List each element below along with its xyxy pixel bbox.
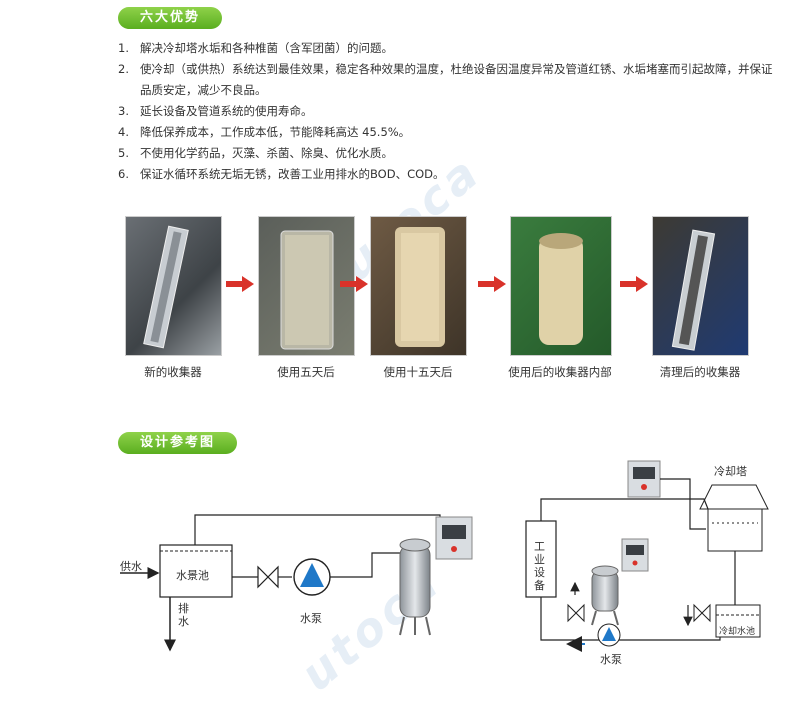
list-item: 4.降低保养成本，工作成本低，节能降耗高达 45.5%。 — [118, 125, 411, 139]
pipe — [330, 552, 400, 578]
list-item: 5.不使用化学药品，灭藻、杀菌、除臭、优化水质。 — [118, 146, 393, 160]
label-pump-left: 水泵 — [300, 612, 322, 625]
arrow-right-icon — [478, 276, 506, 292]
photo-cleaned-collector — [652, 216, 749, 356]
advantages-list: 1.解决冷却塔水垢和各种椎菌（含军团菌）的问题。 2.使冷却（或供热）系统达到最… — [118, 38, 778, 185]
design-diagram — [120, 460, 769, 652]
photo-collector-inside — [510, 216, 612, 356]
filter-vessel-icon — [591, 570, 619, 612]
section-title-advantages: 六大优势 — [118, 7, 223, 29]
pump-triangle-icon — [602, 627, 616, 641]
photo-caption: 使用后的收集器内部 — [508, 365, 612, 379]
valve-icon — [693, 603, 711, 623]
photo-new-collector — [125, 216, 222, 356]
cooling-tower-icon — [699, 484, 769, 510]
section-title-design: 设计参考图 — [118, 432, 238, 454]
label-drain: 排水 — [178, 602, 189, 628]
collector-image — [539, 233, 583, 345]
photo-caption: 清理后的收集器 — [659, 365, 741, 379]
label-equipment: 工业设备 — [534, 540, 545, 592]
collector-image — [395, 227, 445, 347]
pump-triangle-icon — [300, 563, 324, 587]
photo-after-5-days — [258, 216, 355, 356]
list-item: 3.延长设备及管道系统的使用寿命。 — [118, 104, 313, 118]
equipment-box — [525, 520, 557, 598]
photo-caption: 使用五天后 — [277, 365, 335, 379]
list-item: 1.解决冷却塔水垢和各种椎菌（含军团菌）的问题。 — [118, 41, 393, 55]
pipe — [660, 478, 706, 530]
list-item: 6.保证水循环系统无垢无锈，改善工业用排水的BOD、COD。 — [118, 167, 445, 181]
arrow-right-icon — [340, 276, 368, 292]
pool-box — [159, 544, 233, 598]
label-tank: 冷却水池 — [719, 627, 756, 637]
arrow-right-icon — [620, 276, 648, 292]
filter-vessel-icon — [399, 544, 431, 618]
return-pipe — [194, 514, 441, 545]
photo-caption: 新的收集器 — [144, 365, 202, 379]
list-item: 2.使冷却（或供热）系统达到最佳效果，稳定各种效果的温度，杜绝设备因温度异常及管… — [118, 62, 773, 97]
collector-image — [143, 225, 189, 349]
arrow-right-icon — [226, 276, 254, 292]
label-tower: 冷却塔 — [714, 465, 747, 478]
label-supply: 供水 — [120, 560, 142, 573]
collector-image — [671, 229, 716, 351]
cooling-tank-box — [715, 604, 761, 638]
photo-after-15-days — [370, 216, 467, 356]
photo-caption: 使用十五天后 — [383, 365, 453, 379]
label-pool: 水景池 — [176, 569, 209, 582]
collector-image — [280, 230, 334, 350]
pipe — [540, 498, 709, 521]
valve-icon — [567, 603, 585, 623]
valve-icon — [257, 565, 279, 589]
label-pump-right: 水泵 — [600, 653, 622, 666]
